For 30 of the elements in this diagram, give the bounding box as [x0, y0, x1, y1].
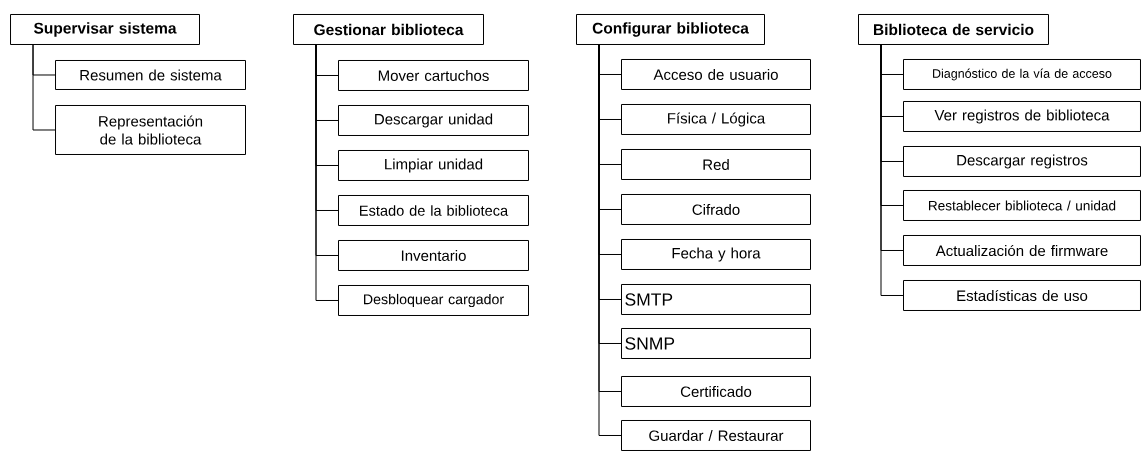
menu-item-box: Descargar unidad [338, 105, 529, 136]
menu-item-box: Restablecer biblioteca / unidad [903, 190, 1141, 221]
connector-line [315, 44, 339, 301]
menu-heading-box: Configurar biblioteca [576, 14, 765, 45]
connector-line [880, 44, 904, 296]
menu-item-box: SNMP [621, 328, 811, 359]
menu-item-box: Resumen de sistema [55, 60, 246, 90]
menu-item-box: Mover cartuchos [338, 60, 529, 91]
menu-item-box: Estadísticas de uso [903, 280, 1141, 311]
menu-item-box: Limpiar unidad [338, 150, 529, 181]
menu-item-box: Acceso de usuario [621, 59, 811, 90]
menu-item-box: Cifrado [621, 194, 811, 225]
menu-item-box: Representación de la biblioteca [55, 105, 246, 155]
menu-heading-box: Gestionar biblioteca [293, 14, 484, 45]
menu-item-box: Certificado [621, 376, 811, 407]
menu-item-box: Fecha y hora [621, 239, 811, 270]
menu-heading-box: Biblioteca de servicio [858, 14, 1049, 45]
menu-item-box: Actualización de firmware [903, 235, 1141, 266]
menu-item-box: SMTP [621, 284, 811, 315]
menu-item-box: Ver registros de biblioteca [903, 101, 1141, 132]
menu-heading-box: Supervisar sistema [10, 14, 200, 45]
menu-item-box: Diagnóstico de la vía de acceso [903, 59, 1141, 90]
menu-item-box: Inventario [338, 240, 529, 271]
menu-item-box: Red [621, 149, 811, 180]
menu-item-box: Física / Lógica [621, 104, 811, 135]
menu-item-box: Guardar / Restaurar [621, 420, 811, 451]
menu-item-box: Descargar registros [903, 146, 1141, 177]
menu-item-box: Desbloquear cargador [338, 285, 529, 316]
connector-line [32, 44, 56, 131]
menu-item-box: Estado de la biblioteca [338, 195, 529, 226]
